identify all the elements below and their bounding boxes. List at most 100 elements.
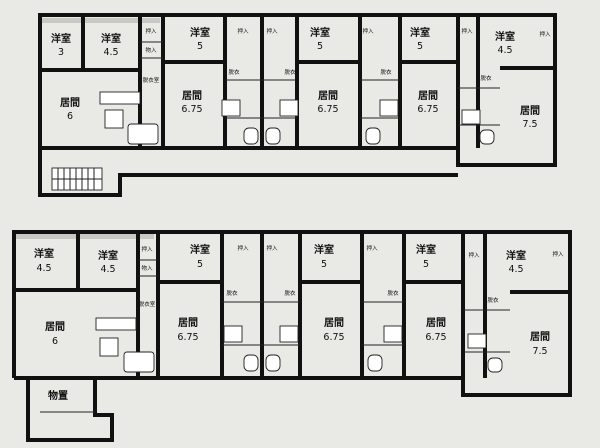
room-name: 居間 xyxy=(60,97,80,109)
washbasin xyxy=(221,99,241,117)
room-size: 7.5 xyxy=(522,119,537,130)
washbasin xyxy=(279,325,299,343)
outer-wall xyxy=(12,230,572,397)
dressing-label: 脱衣 xyxy=(380,68,392,76)
room-size: 6.75 xyxy=(317,104,338,115)
room-name: 洋室 xyxy=(416,243,436,256)
room-size: 5 xyxy=(321,259,327,270)
lower-floor-plan: 洋室 4.5 洋室 4.5 居間 6 洋室 5 居間 6.75 洋室 5 居間 … xyxy=(12,230,572,442)
room-name: 洋室 xyxy=(410,26,430,39)
toilet xyxy=(367,354,383,372)
washbasin xyxy=(99,337,119,357)
dressing-label: 脱衣 xyxy=(284,68,296,76)
bathtub xyxy=(123,351,155,373)
washbasin xyxy=(104,109,124,129)
kitchen-counter xyxy=(95,317,137,331)
room-name: 居間 xyxy=(182,90,202,102)
washbasin xyxy=(379,99,399,117)
washbasin xyxy=(461,109,481,125)
shade-strip xyxy=(40,18,160,23)
storage-shed-wall xyxy=(26,378,114,442)
washbasin xyxy=(467,333,487,349)
room-name: 洋室 xyxy=(51,32,71,45)
room-name: 洋室 xyxy=(101,32,121,45)
room-name: 居間 xyxy=(530,331,550,343)
room-name: 居間 xyxy=(324,317,344,329)
room-size: 5 xyxy=(197,41,203,52)
room-size: 7.5 xyxy=(532,346,547,357)
dressing-label: 脱衣 xyxy=(284,289,296,297)
closet-label: 押入 xyxy=(237,244,249,252)
room-size: 5 xyxy=(317,41,323,52)
room-size: 5 xyxy=(423,259,429,270)
room-name: 洋室 xyxy=(495,30,515,43)
toilet xyxy=(487,357,503,373)
room-name: 洋室 xyxy=(506,249,526,262)
shade-strip xyxy=(14,234,154,239)
room-size: 6 xyxy=(67,111,73,122)
closet-label: 押入 xyxy=(362,27,374,35)
closet-label: 押入 xyxy=(266,27,278,35)
dressing-room-label: 脱衣室 xyxy=(139,300,156,308)
toilet xyxy=(243,354,259,372)
toilet xyxy=(365,127,381,145)
dressing-label: 脱衣 xyxy=(226,289,238,297)
dressing-label: 脱衣 xyxy=(387,289,399,297)
closet-label: 押入 xyxy=(461,27,473,35)
washbasin xyxy=(223,325,243,343)
storage-label: 物入 xyxy=(145,46,157,54)
room-size: 6 xyxy=(52,336,58,347)
toilet xyxy=(479,129,495,145)
room-name: 居間 xyxy=(520,105,540,117)
corridor-wall xyxy=(38,148,458,197)
toilet xyxy=(265,354,281,372)
closet-label: 押入 xyxy=(468,251,480,259)
toilet xyxy=(265,127,281,145)
room-name: 洋室 xyxy=(34,247,54,260)
room-size: 6.75 xyxy=(177,332,198,343)
dressing-label: 脱衣 xyxy=(480,74,492,82)
dressing-label: 脱衣 xyxy=(228,68,240,76)
washbasin xyxy=(383,325,403,343)
room-size: 5 xyxy=(197,259,203,270)
room-size: 3 xyxy=(58,47,64,58)
room-name: 居間 xyxy=(426,317,446,329)
room-size: 5 xyxy=(417,41,423,52)
dressing-room-label: 脱衣室 xyxy=(143,76,160,84)
toilet xyxy=(243,127,259,145)
storage-shed-label: 物置 xyxy=(48,389,68,402)
room-size: 6.75 xyxy=(181,104,202,115)
room-name: 居間 xyxy=(178,317,198,329)
room-size: 4.5 xyxy=(497,45,512,56)
kitchen-counter xyxy=(99,91,141,105)
closet-label: 押入 xyxy=(145,27,157,35)
room-size: 6.75 xyxy=(425,332,446,343)
room-name: 洋室 xyxy=(98,249,118,262)
upper-floor-plan: 洋室 3 洋室 4.5 居間 6 洋室 5 居間 6.75 洋室 5 居間 6.… xyxy=(38,13,557,197)
closet-label: 押入 xyxy=(552,250,564,258)
storage-label: 物入 xyxy=(141,264,153,272)
closet-label: 押入 xyxy=(237,27,249,35)
room-name: 洋室 xyxy=(314,243,334,256)
room-size: 6.75 xyxy=(417,104,438,115)
closet-label: 押入 xyxy=(141,245,153,253)
washbasin xyxy=(279,99,299,117)
outer-wall xyxy=(38,13,557,167)
room-name: 居間 xyxy=(418,90,438,102)
staircase xyxy=(51,167,103,191)
room-name: 洋室 xyxy=(190,243,210,256)
bathtub xyxy=(127,123,159,145)
room-size: 4.5 xyxy=(100,264,115,275)
room-name: 洋室 xyxy=(310,26,330,39)
room-name: 居間 xyxy=(45,321,65,333)
room-size: 4.5 xyxy=(36,263,51,274)
closet-label: 押入 xyxy=(366,244,378,252)
closet-label: 押入 xyxy=(539,30,551,38)
closet-label: 押入 xyxy=(266,244,278,252)
room-size: 4.5 xyxy=(508,264,523,275)
room-name: 居間 xyxy=(318,90,338,102)
room-size: 4.5 xyxy=(103,47,118,58)
dressing-label: 脱衣 xyxy=(487,296,499,304)
room-name: 洋室 xyxy=(190,26,210,39)
